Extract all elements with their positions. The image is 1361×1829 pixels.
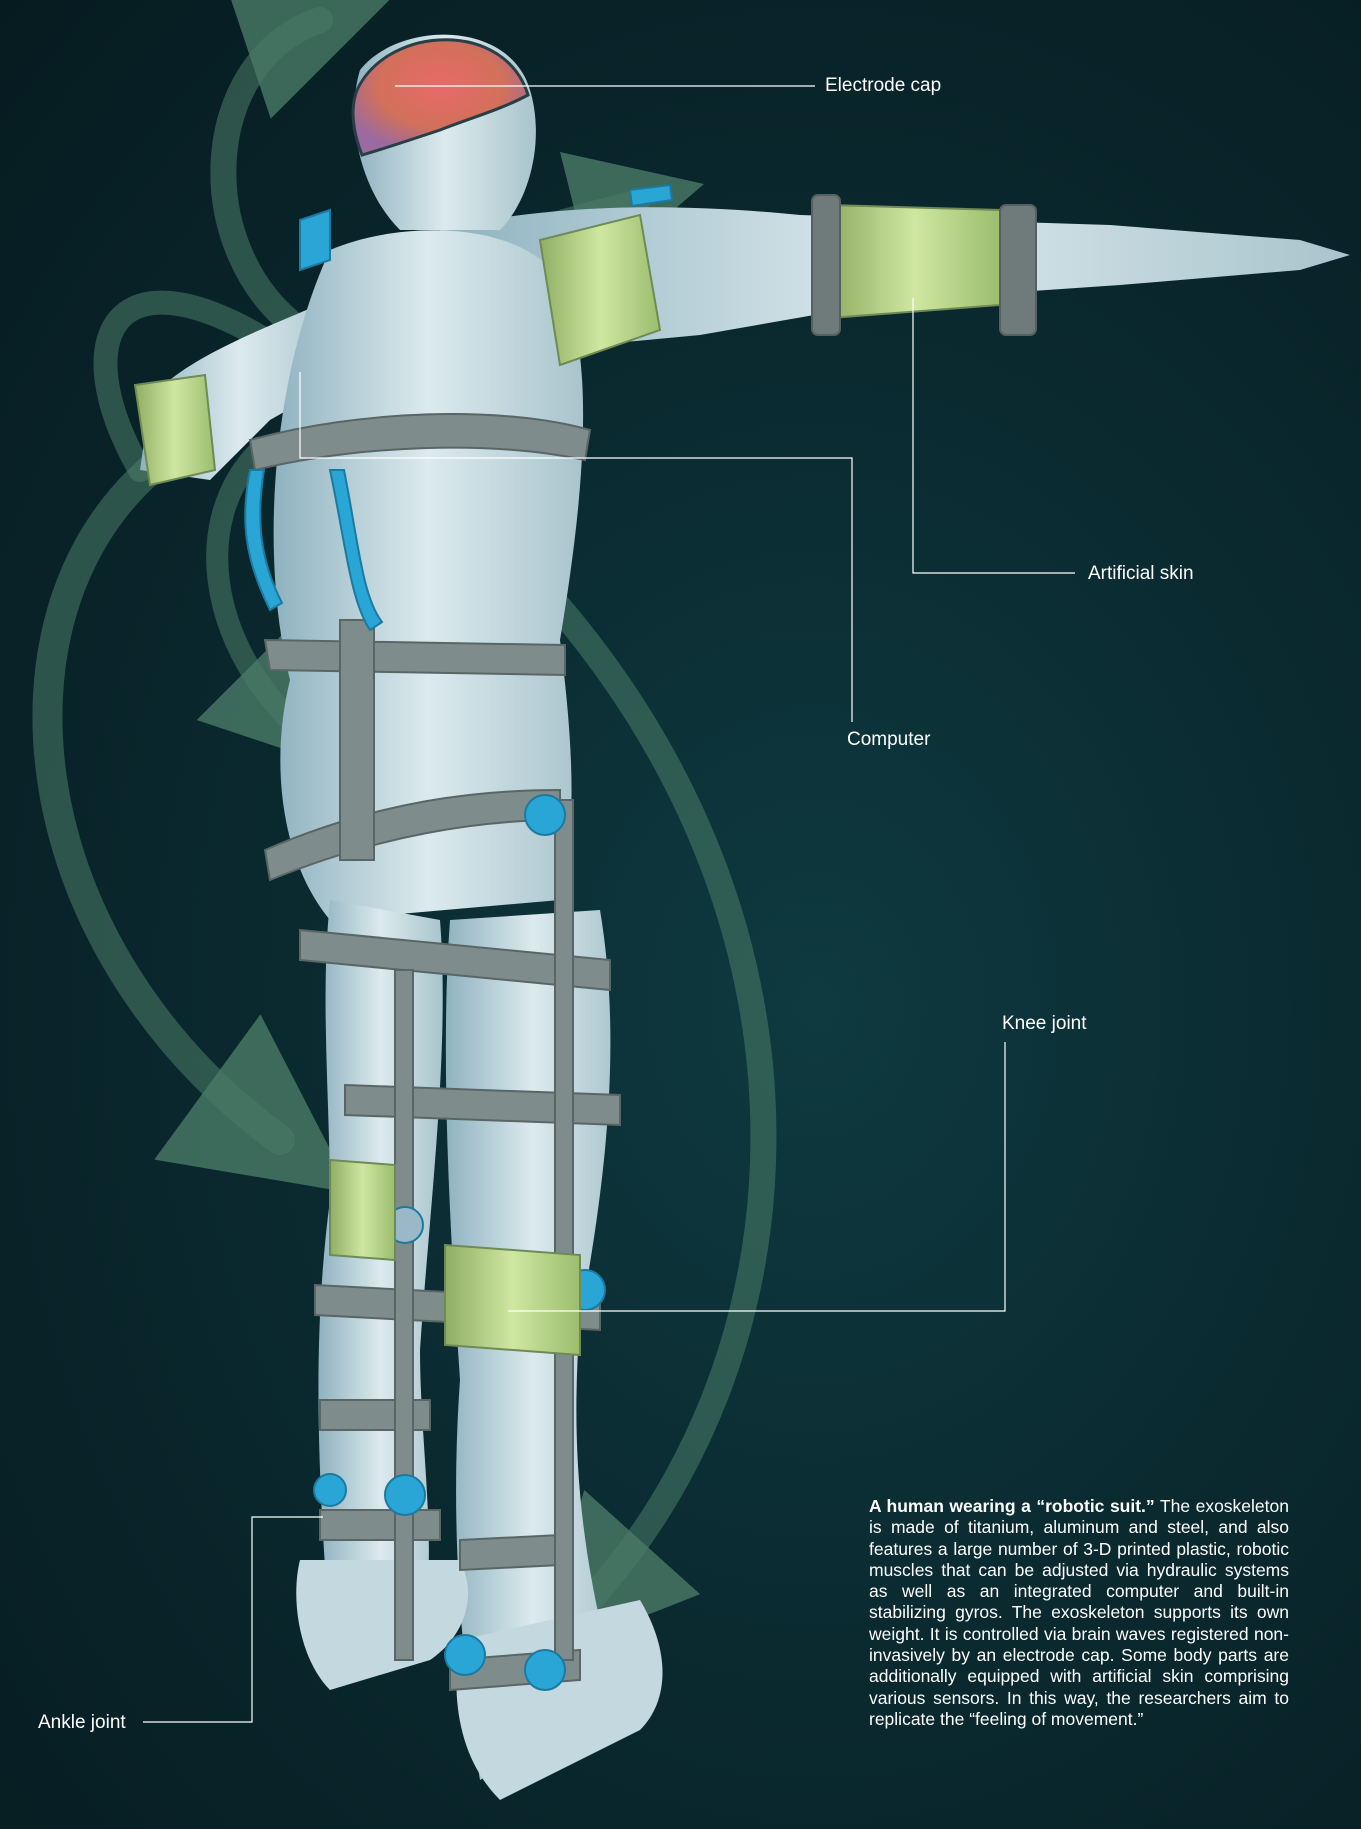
figure-caption: A human wearing a “robotic suit.” The ex… [869, 1496, 1289, 1730]
leader-artificial-skin [913, 298, 1075, 573]
caption-title: A human wearing a “robotic suit.” [869, 1496, 1155, 1516]
arrow-head-loop [223, 20, 320, 330]
left-hand-skin [135, 375, 215, 485]
left-foot [296, 1560, 468, 1690]
label-knee-joint: Knee joint [1002, 1013, 1087, 1035]
label-computer: Computer [847, 729, 930, 751]
label-ankle-joint: Ankle joint [38, 1712, 126, 1734]
upper-arm-skin [540, 215, 660, 365]
arrow-left-side [47, 470, 280, 1140]
caption-body: The exo­skeleton is made of titanium, al… [869, 1496, 1289, 1729]
shin-skin [330, 1160, 395, 1260]
calf-skin [445, 1245, 580, 1355]
label-electrode-cap: Electrode cap [825, 75, 941, 97]
label-artificial-skin: Artificial skin [1088, 563, 1194, 585]
leader-ankle-joint [143, 1517, 323, 1722]
forearm-skin [830, 205, 1000, 318]
